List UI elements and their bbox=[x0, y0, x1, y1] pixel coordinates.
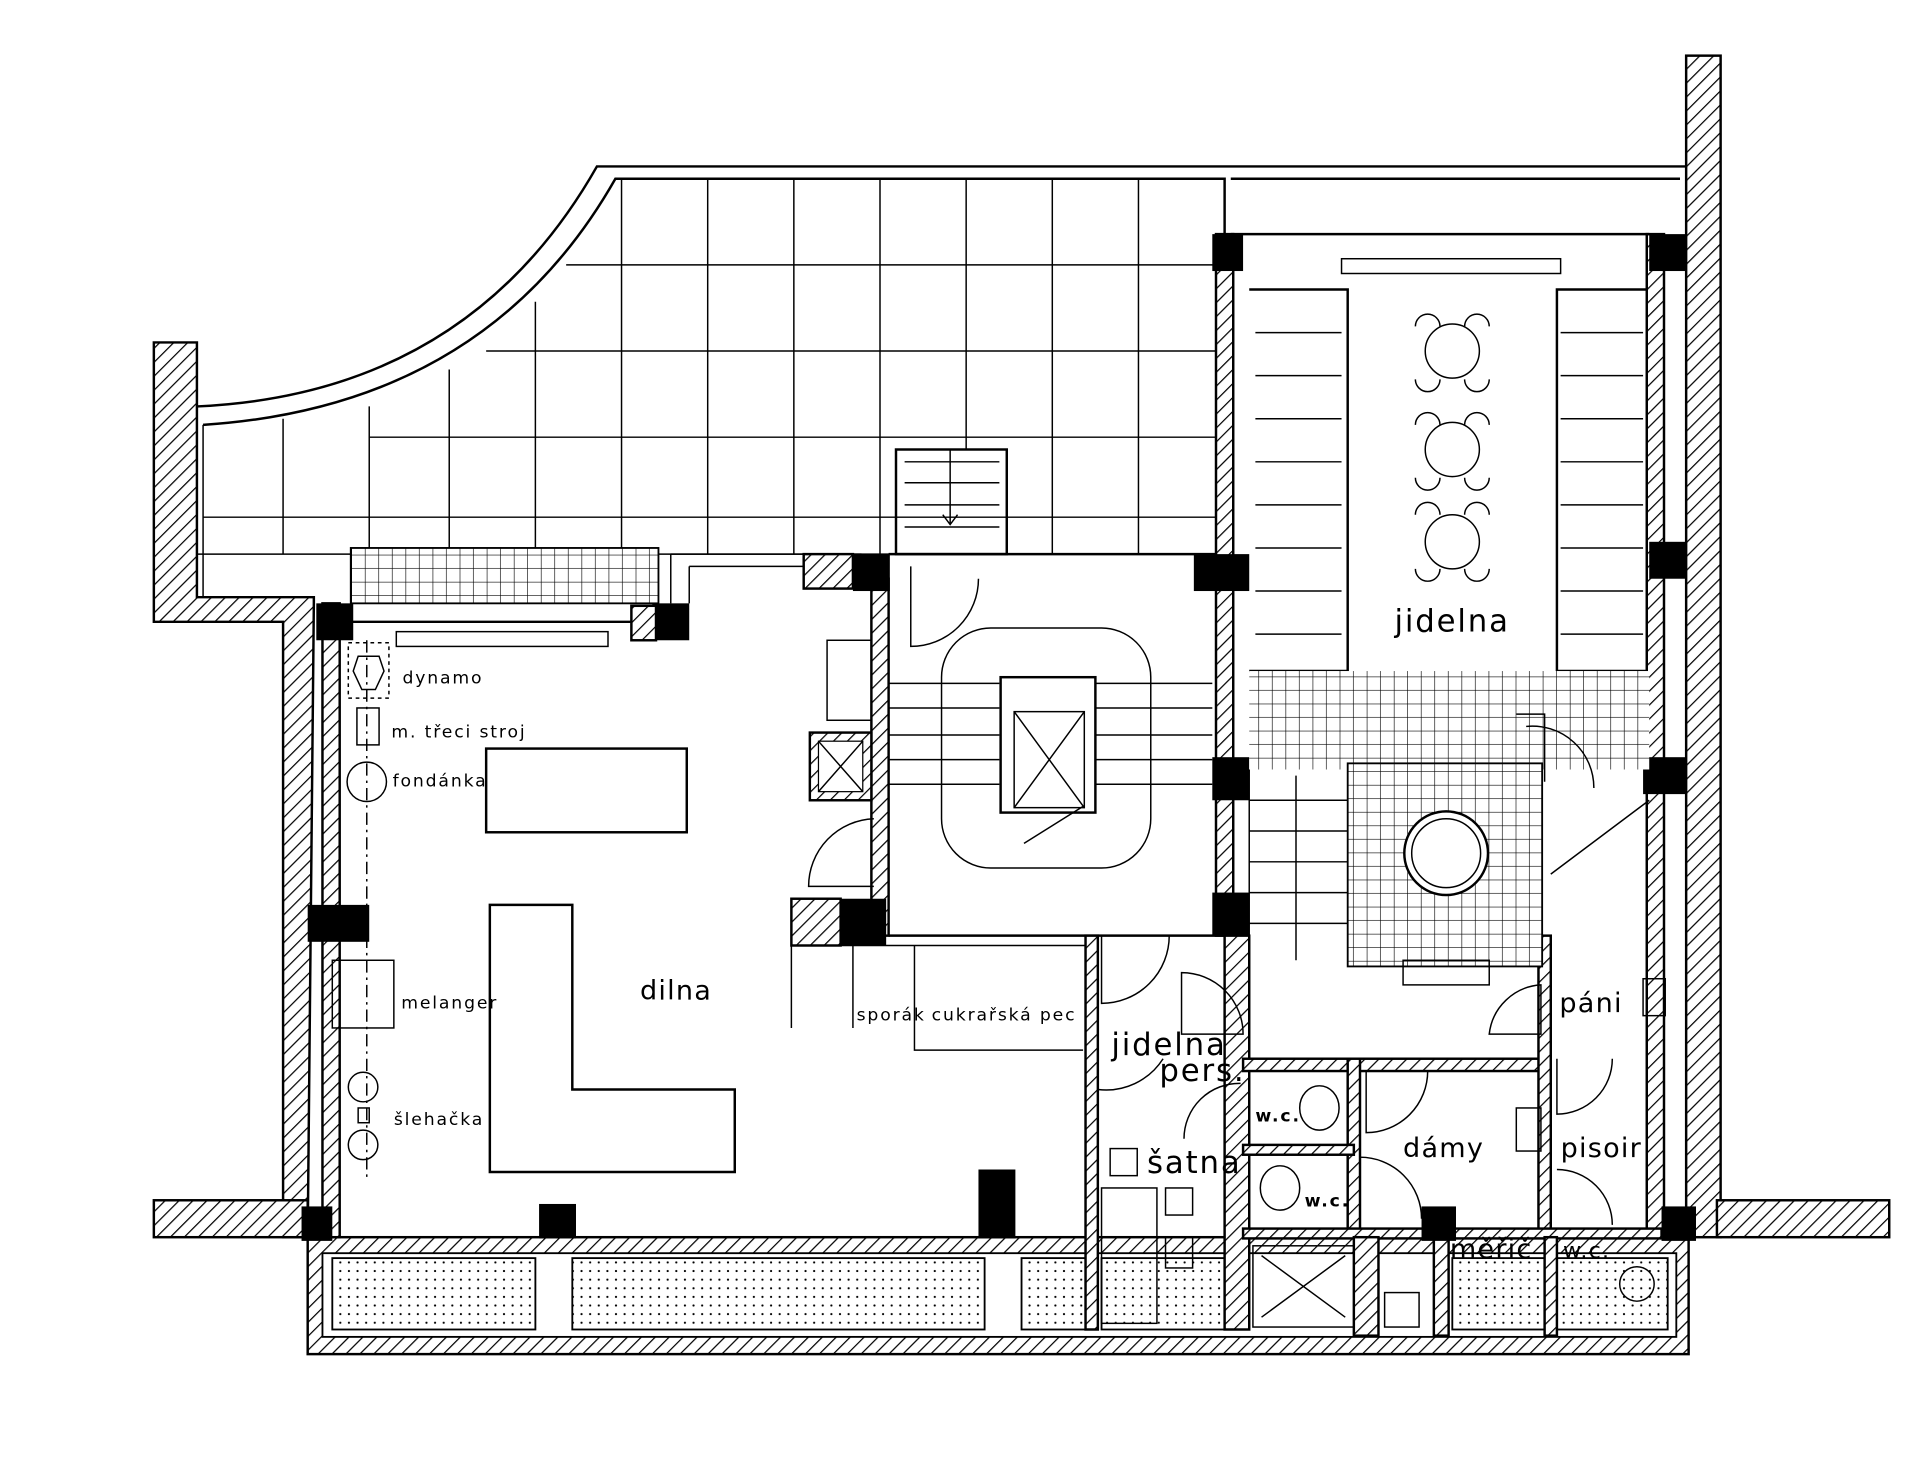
label-dining-room: jidelna bbox=[1393, 604, 1509, 640]
label-grinder: m. třeci stroj bbox=[391, 722, 526, 742]
building-walls bbox=[306, 232, 1690, 1356]
label-staff-dining: jidelna bbox=[1110, 1027, 1226, 1063]
pillars bbox=[301, 234, 1696, 1241]
label-fondant: fondánka bbox=[393, 772, 488, 792]
label-whipper: šlehačka bbox=[394, 1110, 484, 1130]
terrace bbox=[196, 165, 1687, 605]
labels: dynamo m. třeci stroj fondánka melanger … bbox=[391, 604, 1642, 1265]
dining-room-furniture bbox=[1248, 257, 1650, 986]
label-staff-dining-pers: pers. bbox=[1159, 1053, 1245, 1089]
label-stove: sporák bbox=[857, 1006, 926, 1026]
label-workshop: dilna bbox=[640, 976, 712, 1007]
label-gents: páni bbox=[1559, 988, 1622, 1019]
label-oven: cukrařská pec bbox=[932, 1006, 1077, 1026]
label-wc-1: w.c. bbox=[1255, 1107, 1300, 1127]
label-melanger: melanger bbox=[401, 993, 498, 1013]
label-wc-3: w.c. bbox=[1563, 1238, 1610, 1264]
workshop-furniture bbox=[331, 552, 1086, 1182]
service-rooms bbox=[1097, 935, 1666, 1328]
label-ladies: dámy bbox=[1403, 1133, 1484, 1164]
main-staircase bbox=[888, 566, 1213, 869]
label-urinal: pisoir bbox=[1561, 1133, 1642, 1164]
label-meter: měřič bbox=[1450, 1234, 1533, 1265]
entrance-stairs bbox=[894, 448, 1009, 556]
label-wc-2: w.c. bbox=[1305, 1191, 1350, 1211]
label-dynamo: dynamo bbox=[402, 668, 483, 688]
neighbour-walls bbox=[152, 54, 1891, 1239]
label-cloakroom: šatna bbox=[1147, 1145, 1241, 1181]
